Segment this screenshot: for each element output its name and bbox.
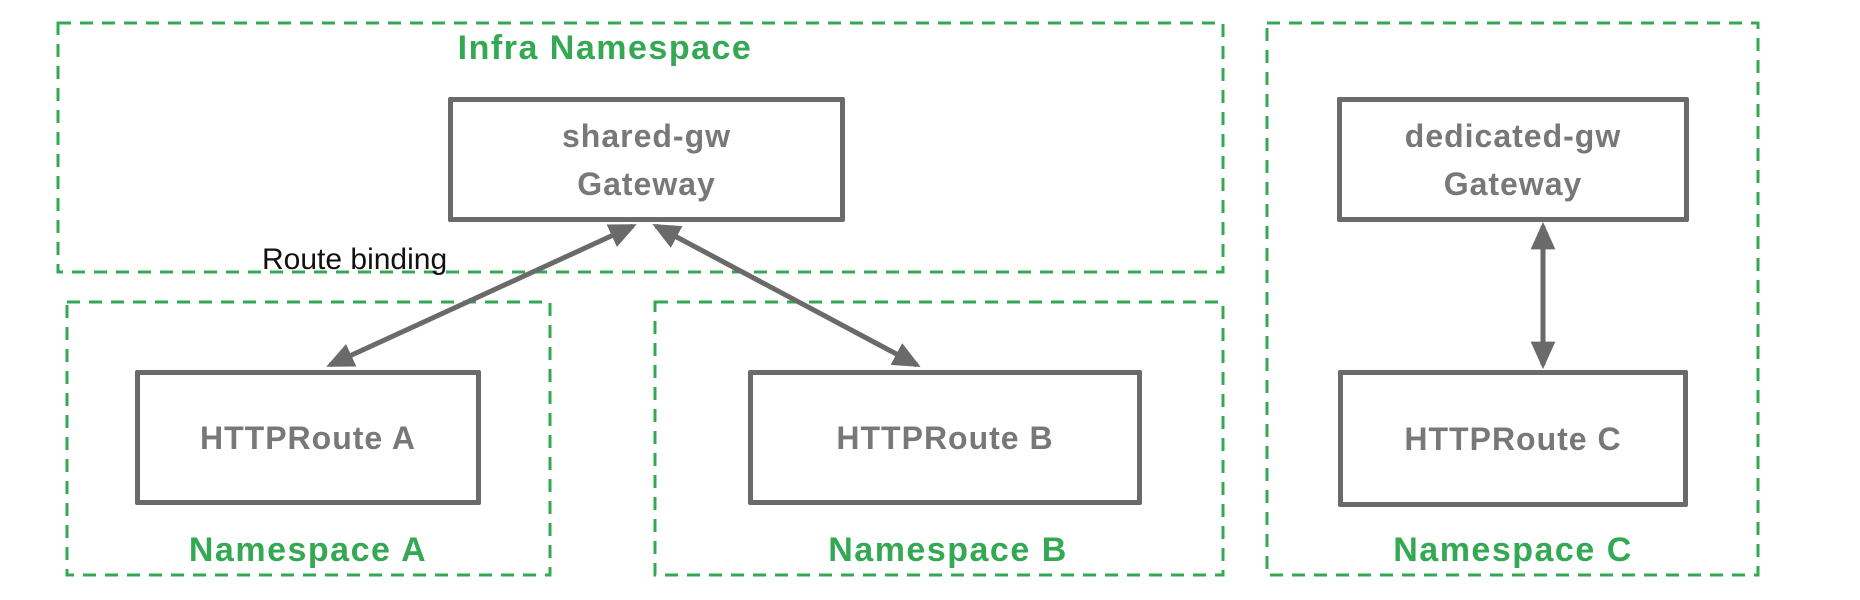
httproute-b-node: HTTPRoute B bbox=[748, 370, 1142, 505]
httproute-c-node: HTTPRoute C bbox=[1338, 370, 1688, 507]
infra-namespace-label: Infra Namespace bbox=[457, 29, 753, 67]
namespace-b-label: Namespace B bbox=[828, 531, 1068, 569]
dedicated-gw-gateway-name: dedicated-gw bbox=[1404, 117, 1622, 154]
namespace-b-boundary bbox=[653, 300, 1225, 577]
shared-gw-gateway-node: shared-gw Gateway bbox=[448, 97, 845, 222]
httproute-c-label: HTTPRoute C bbox=[1404, 420, 1622, 457]
route-a-binding-arrow bbox=[326, 223, 637, 368]
shared-gw-gateway-name: shared-gw bbox=[561, 117, 732, 154]
namespace-c-label: Namespace C bbox=[1393, 531, 1633, 569]
dedicated-gw-gateway-node: dedicated-gw Gateway bbox=[1337, 97, 1689, 222]
httproute-a-label: HTTPRoute A bbox=[199, 419, 416, 456]
httproute-b-label: HTTPRoute B bbox=[836, 419, 1054, 456]
route-binding-label: Route binding bbox=[262, 243, 448, 276]
infra-namespace-boundary bbox=[56, 21, 1225, 274]
httproute-a-node: HTTPRoute A bbox=[135, 370, 481, 505]
shared-gw-gateway-kind: Gateway bbox=[577, 165, 716, 202]
namespace-a-label: Namespace A bbox=[188, 531, 428, 569]
namespace-c-boundary bbox=[1265, 21, 1760, 577]
namespace-a-boundary bbox=[65, 300, 552, 577]
route-b-binding-arrow bbox=[652, 223, 921, 368]
dedicated-gw-gateway-kind: Gateway bbox=[1443, 165, 1583, 202]
